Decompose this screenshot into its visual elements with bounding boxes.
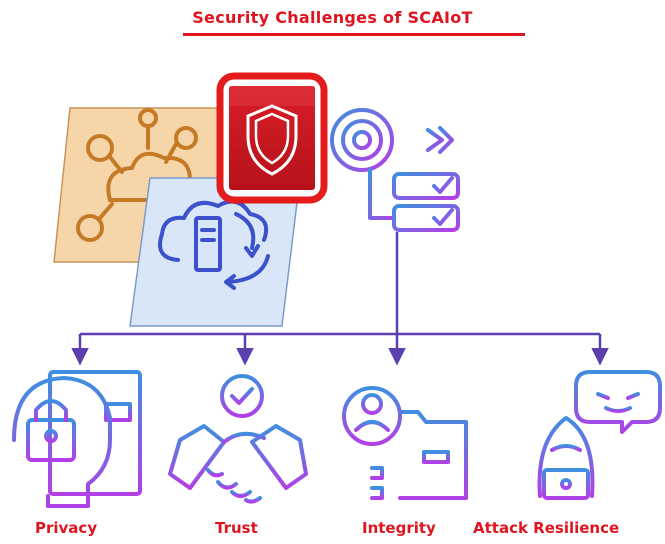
privacy-lock-icon [12,370,142,508]
cloud-server-sync-icon [129,177,301,327]
label-integrity: Integrity [362,519,436,537]
handshake-icon [168,374,308,504]
connector-lines [71,232,609,366]
label-privacy: Privacy [35,519,98,537]
hacker-icon [532,370,662,504]
shield-icon [216,72,328,204]
label-attack-resilience: Attack Resilience [473,519,620,537]
label-trust: Trust [215,519,258,537]
key-folder-icon [342,386,468,510]
title-underline [183,33,525,36]
diagram-title: Security Challenges of SCAIoT [192,8,473,27]
target-checklist-icon [330,108,460,232]
